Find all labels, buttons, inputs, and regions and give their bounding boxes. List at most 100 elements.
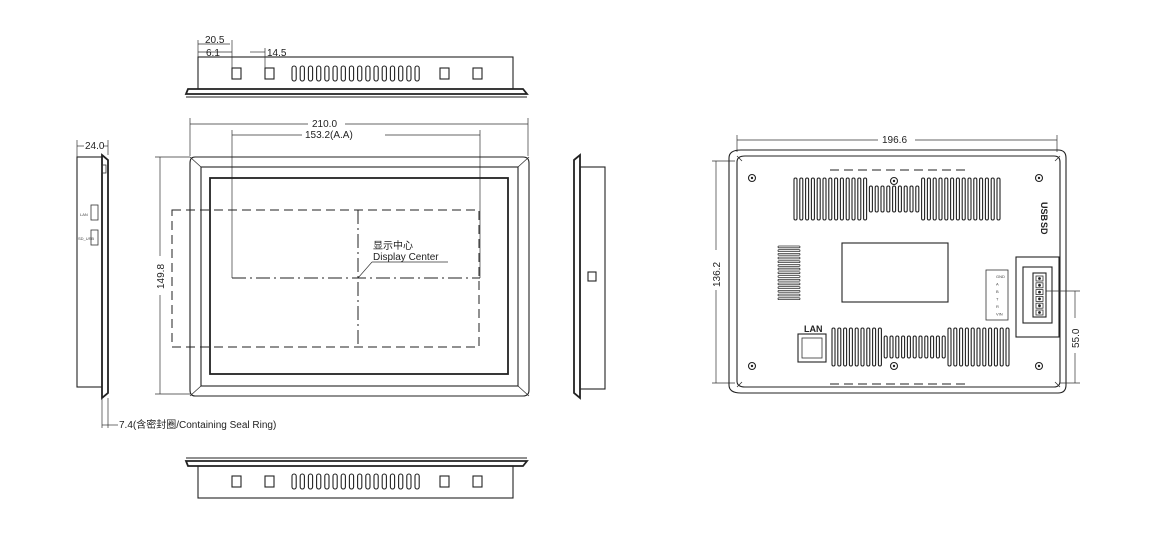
vent-slot (961, 177, 966, 221)
vent-slot (868, 185, 873, 213)
vent-slot (777, 249, 801, 252)
vent-slot (348, 65, 355, 82)
vent-slot (398, 65, 404, 82)
vent-slot (381, 473, 387, 490)
vent-slot (414, 65, 420, 82)
rear-bottom-vents (831, 327, 1010, 367)
vent-slot (857, 177, 862, 221)
vent-slot (373, 473, 379, 490)
vent-slot (953, 327, 958, 367)
dim-6-1: 6.1 (206, 48, 220, 59)
vent-slot (389, 65, 396, 82)
vent-slot (291, 473, 297, 490)
vent-slot (793, 177, 798, 221)
vent-slot (866, 327, 871, 367)
terminal-pin (1035, 282, 1044, 289)
vent-slot (777, 286, 801, 289)
terminal-pin-screw (1038, 277, 1041, 280)
vent-slot (307, 65, 314, 82)
vent-slot (777, 267, 801, 271)
vent-slot (324, 473, 330, 490)
vent-slot (877, 327, 882, 367)
vent-slot (777, 260, 801, 263)
vent-slot (924, 335, 929, 359)
vent-slot (843, 327, 848, 367)
vent-slot (938, 177, 943, 221)
vent-slot (810, 177, 815, 221)
dim-210: 210.0 (312, 119, 337, 130)
terminal-label: R (996, 304, 999, 309)
vent-slot (990, 177, 995, 221)
vent-slot (340, 473, 346, 490)
lan-port (797, 333, 827, 363)
vent-slot (1005, 327, 1010, 367)
vent-slot (988, 327, 993, 367)
vent-slot (777, 245, 801, 249)
terminal-pin (1035, 309, 1044, 316)
terminal-block-frame (1015, 256, 1060, 338)
vent-slot (389, 473, 396, 490)
vent-slot (895, 335, 900, 359)
vent-slot (851, 177, 856, 221)
terminal-label: VIN (996, 312, 1003, 317)
vent-slot (777, 275, 801, 278)
rear-left-vents (777, 245, 801, 300)
vent-slot (959, 327, 964, 367)
vent-slot (777, 256, 801, 260)
dim-20-5: 20.5 (205, 35, 225, 46)
vent-slot (973, 177, 978, 221)
lan-label: LAN (804, 324, 823, 334)
terminal-block (1022, 266, 1053, 324)
vent-slot (915, 185, 920, 213)
top-view: 20.5 6.1 14.5 (184, 35, 529, 98)
vent-slot (828, 177, 833, 221)
vent-slot (777, 289, 801, 293)
terminal-pin-screw (1038, 290, 1041, 294)
vent-slot (993, 327, 998, 367)
vent-slot (777, 297, 801, 300)
vent-slot (316, 65, 322, 82)
vent-slot (398, 473, 404, 490)
vent-slot (941, 335, 946, 359)
vent-slot (324, 65, 330, 82)
vent-slot (872, 327, 877, 367)
sd-label: SD (1039, 222, 1049, 235)
bottom-view (184, 457, 529, 499)
vent-slot (886, 185, 891, 213)
vent-slot (845, 177, 850, 221)
terminal-label: T (996, 297, 999, 302)
vent-slot (805, 177, 810, 221)
dim-24: 24.0 (85, 141, 105, 152)
vent-slot (373, 65, 379, 82)
vent-slot (777, 271, 801, 275)
vent-slot (976, 327, 981, 367)
vent-slot (903, 185, 908, 213)
vent-slot (964, 327, 969, 367)
front-view: 210.0 153.2(A.A) 149.8 显示中心 Display Cent… (155, 118, 530, 397)
vent-slot (999, 327, 1004, 367)
vent-slot (874, 185, 879, 213)
label-plate (841, 242, 949, 303)
vent-slot (944, 177, 949, 221)
vent-slot (950, 177, 955, 221)
vent-slot (839, 177, 844, 221)
vent-slot (982, 327, 987, 367)
right-side-view (573, 153, 606, 400)
vent-slot (777, 264, 801, 267)
vent-slot (854, 327, 859, 367)
vent-slot (926, 177, 931, 221)
vent-slot (406, 65, 412, 82)
vent-slot (381, 65, 387, 82)
vent-slot (406, 473, 412, 490)
vent-slot (863, 177, 868, 221)
vent-slot (970, 327, 975, 367)
vent-slot (332, 65, 338, 82)
vent-slot (889, 335, 894, 359)
terminal-label: A (996, 282, 999, 287)
vent-slot (837, 327, 842, 367)
dim-136-2: 136.2 (712, 262, 723, 287)
vent-slot (932, 177, 937, 221)
vent-slot (984, 177, 989, 221)
vent-slot (901, 335, 906, 359)
